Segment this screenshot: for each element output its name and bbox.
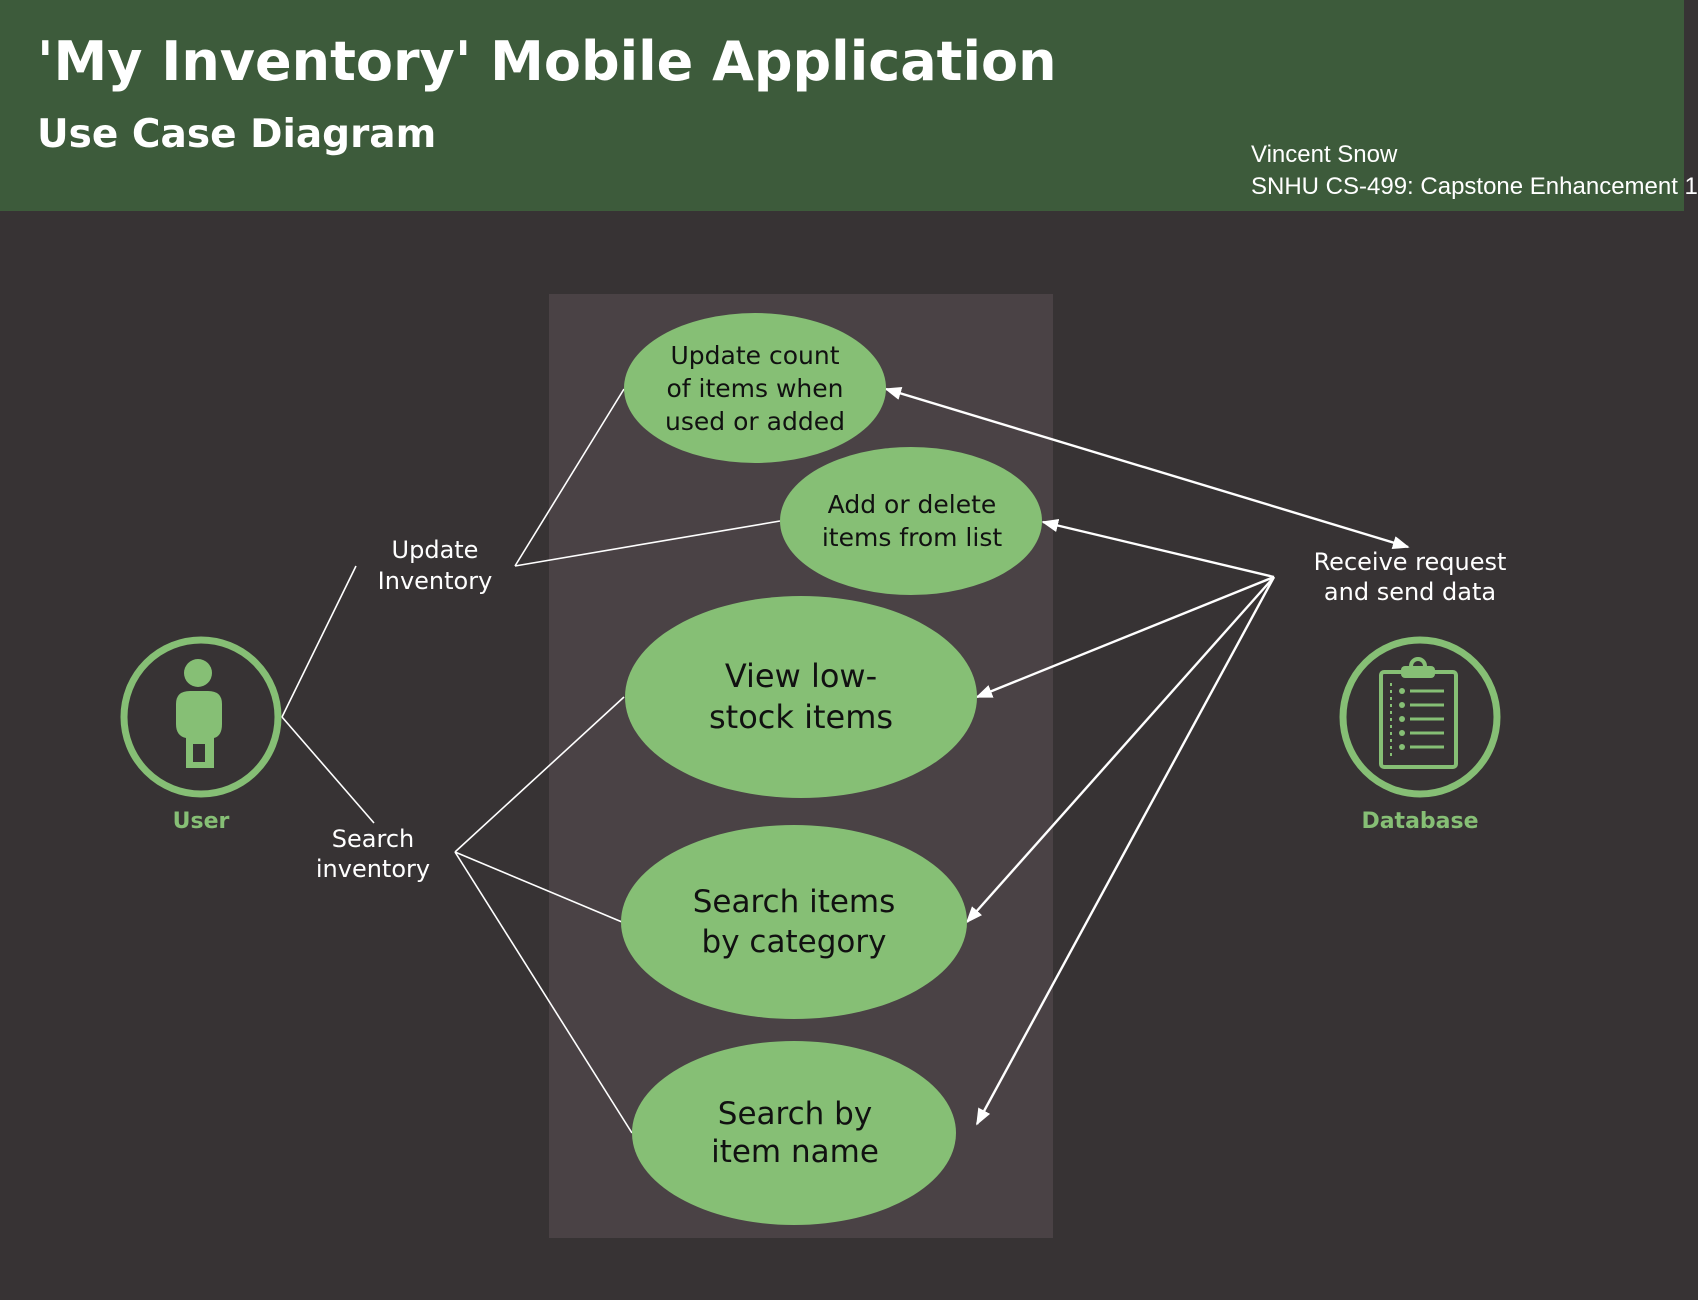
use-case-label-view-low-stock: View low- stock items [708,657,894,736]
use-case-label-search-category: Search items by category [692,884,896,960]
person-icon [120,636,282,798]
actor-label-user: User [172,809,230,834]
use-case-label-search-name: Search by item name [711,1096,879,1170]
use-case-label-add-delete: Add or delete items from list [821,490,1003,552]
page-title: 'My Inventory' Mobile Application [37,30,1057,93]
arrow-db-add-delete [1041,518,1275,579]
author-block: Vincent Snow SNHU CS-499: Capstone Enhan… [1251,139,1698,203]
link-update-add [514,520,781,567]
arrow-db-update-count [884,386,1410,550]
use-case-add-delete [780,447,1042,595]
link-search-name [454,851,633,1134]
group-label-update-inventory: Update Inventory [377,536,493,595]
arrow-db-name [975,576,1276,1126]
course-name: SNHU CS-499: Capstone Enhancement 1 [1251,173,1698,200]
use-case-search-name [632,1041,956,1225]
link-user-update [281,565,357,718]
use-case-update-count [624,313,886,463]
page-subtitle: Use Case Diagram [37,112,437,157]
link-user-search [281,716,375,824]
group-label-search-inventory: Search inventory [315,825,431,883]
use-case-view-low-stock [625,596,977,798]
link-search-lowstock [454,696,625,853]
use-case-search-category [621,825,967,1019]
arrow-db-lowstock [975,575,1275,699]
link-update-count [514,388,625,567]
use-case-label-update-count: Update count of items when used or added [665,340,845,436]
arrow-db-category [965,576,1275,924]
author-name: Vincent Snow [1251,141,1398,168]
actor-label-database: Database [1361,809,1479,834]
group-label-receive-request: Receive request and send data [1313,548,1507,606]
link-search-category [454,851,623,923]
clipboard-list-icon [1339,636,1501,798]
header-banner [0,0,1684,211]
